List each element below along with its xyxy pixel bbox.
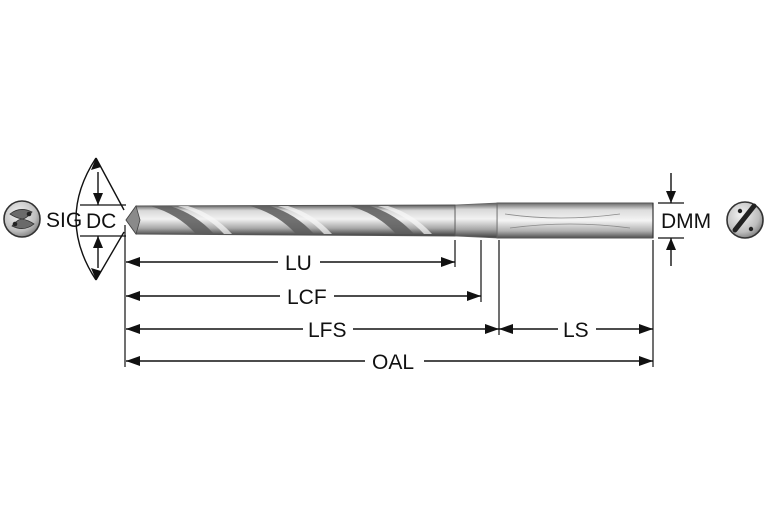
lcf-dimension: LCF (126, 286, 481, 309)
sig-label: SIG (46, 209, 82, 232)
oal-label: OAL (372, 351, 414, 374)
dmm-label: DMM (661, 210, 711, 233)
shank-end-view-icon (726, 201, 764, 239)
lfs-label: LFS (308, 319, 347, 342)
ls-label: LS (563, 319, 589, 342)
sig-dimension: SIG (46, 157, 125, 281)
lcf-label: LCF (287, 286, 327, 309)
drill-tool (125, 202, 654, 239)
drill-shank (496, 202, 654, 239)
lu-dimension: LU (126, 252, 455, 275)
dc-label: DC (86, 210, 116, 233)
dmm-dimension: DMM (661, 173, 711, 266)
lu-label: LU (285, 252, 312, 275)
drill-flutes (150, 206, 414, 234)
drill-neck (454, 202, 498, 239)
lfs-dimension: LFS (126, 319, 499, 342)
oal-dimension: OAL (126, 351, 653, 374)
drill-tip-end-view-icon (3, 200, 41, 238)
ls-dimension: LS (499, 319, 653, 342)
dc-dimension: DC (86, 172, 116, 268)
